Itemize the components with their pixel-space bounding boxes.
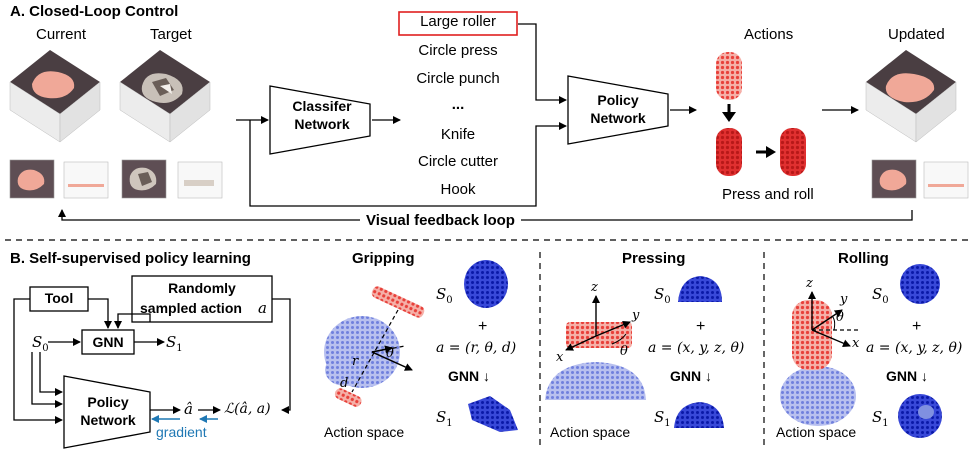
- rolling-plus: +: [912, 318, 922, 335]
- panel-b-policy-shape: [63, 375, 151, 449]
- pressing-plus: +: [696, 318, 706, 335]
- pressing-title: Pressing: [622, 250, 686, 267]
- gripping-scene: [324, 286, 425, 407]
- updated-label: Updated: [888, 26, 945, 43]
- tool-box: [29, 286, 89, 312]
- classifier-label-1: Classifer: [292, 98, 352, 114]
- pressing-theta: θ: [620, 344, 628, 359]
- tool-knife: Knife: [440, 126, 476, 143]
- loss-label: ℒ(â, a): [224, 401, 271, 417]
- rolling-s1-cloud: [898, 394, 942, 438]
- rolling-action-space: Action space: [776, 424, 857, 440]
- gnn-label: GNN: [92, 334, 124, 350]
- classifier-label-2: Network: [294, 116, 350, 132]
- press-roll-label: Press and roll: [722, 186, 814, 203]
- rolling-z: z: [806, 276, 813, 291]
- current-scene: [9, 50, 101, 143]
- pressing-s1: S1: [654, 408, 671, 429]
- actions-label: Actions: [744, 26, 794, 43]
- rolling-action-eq: a = (x, y, z, θ): [866, 340, 963, 356]
- tool-circle-cutter: Circle cutter: [417, 153, 499, 170]
- panel-b-arrows: [13, 298, 291, 424]
- gripping-theta: θ: [386, 346, 394, 361]
- classifier-network-shape: [269, 85, 371, 155]
- target-thumbnails: [121, 159, 223, 199]
- gripping-s0-cloud: [464, 260, 508, 308]
- panel-a-title: A. Closed-Loop Control: [10, 3, 179, 20]
- policy-network-shape: [567, 75, 669, 145]
- target-scene: [119, 50, 211, 143]
- b-policy-label-1: Policy: [87, 394, 129, 410]
- pressing-s0-cloud: [678, 276, 722, 302]
- rolling-gnn: GNN ↓: [886, 368, 929, 384]
- pressing-s1-cloud: [674, 402, 724, 428]
- gradient-label: gradient: [156, 424, 207, 440]
- gripping-s0: S0: [436, 285, 453, 306]
- tool-large-roller: Large roller: [420, 13, 496, 30]
- rolling-x: x: [852, 336, 860, 351]
- random-label-2: sampled action: [140, 300, 242, 316]
- updated-scene: [865, 50, 957, 143]
- rolling-title: Rolling: [838, 250, 889, 267]
- gripping-d: d: [340, 376, 349, 391]
- pressing-scene: [545, 295, 646, 400]
- random-label-1: Randomly: [168, 280, 236, 296]
- pressing-action-space: Action space: [550, 424, 631, 440]
- tool-label: Tool: [44, 290, 74, 306]
- tool-ellipsis: ...: [451, 96, 465, 113]
- rolling-s0: S0: [872, 285, 889, 306]
- pressing-z: z: [591, 280, 598, 295]
- pressing-s0: S0: [654, 285, 671, 306]
- s1-label: S1: [166, 333, 183, 354]
- gripping-action-space: Action space: [324, 424, 405, 440]
- b-policy-label-2: Network: [80, 412, 136, 428]
- gripping-plus: +: [478, 318, 488, 335]
- policy-label-1: Policy: [597, 92, 639, 108]
- tool-circle-press: Circle press: [418, 42, 498, 59]
- tool-circle-punch: Circle punch: [416, 70, 500, 87]
- s0-label: S0: [32, 333, 49, 354]
- rolling-theta: θ: [836, 310, 844, 325]
- random-var: a: [258, 299, 267, 317]
- feedback-label: Visual feedback loop: [360, 212, 521, 229]
- updated-thumbnails: [871, 159, 969, 199]
- current-thumbnails: [9, 159, 109, 199]
- rolling-scene: [780, 291, 858, 426]
- gripping-s1-cloud: [468, 396, 518, 432]
- gripping-r: r: [352, 354, 359, 369]
- policy-label-2: Network: [590, 110, 646, 126]
- pressing-action-eq: a = (x, y, z, θ): [648, 340, 745, 356]
- rolling-y: y: [840, 292, 848, 307]
- gripping-s1: S1: [436, 408, 453, 429]
- selected-tool-box: [398, 11, 518, 36]
- a-hat-label: â: [184, 400, 193, 418]
- gripping-gnn: GNN ↓: [448, 368, 491, 384]
- gripping-title: Gripping: [352, 250, 415, 267]
- gripping-action-eq: a = (r, θ, d): [436, 340, 517, 356]
- tool-hook: Hook: [440, 181, 476, 198]
- pressing-gnn: GNN ↓: [670, 368, 713, 384]
- rolling-s0-cloud: [900, 264, 940, 304]
- pressing-x: x: [556, 350, 564, 365]
- target-label: Target: [150, 26, 192, 43]
- current-label: Current: [36, 26, 87, 43]
- rolling-s1: S1: [872, 408, 889, 429]
- panel-b-title: B. Self-supervised policy learning: [10, 250, 251, 267]
- roller-icons: [716, 52, 806, 176]
- pressing-y: y: [632, 308, 640, 323]
